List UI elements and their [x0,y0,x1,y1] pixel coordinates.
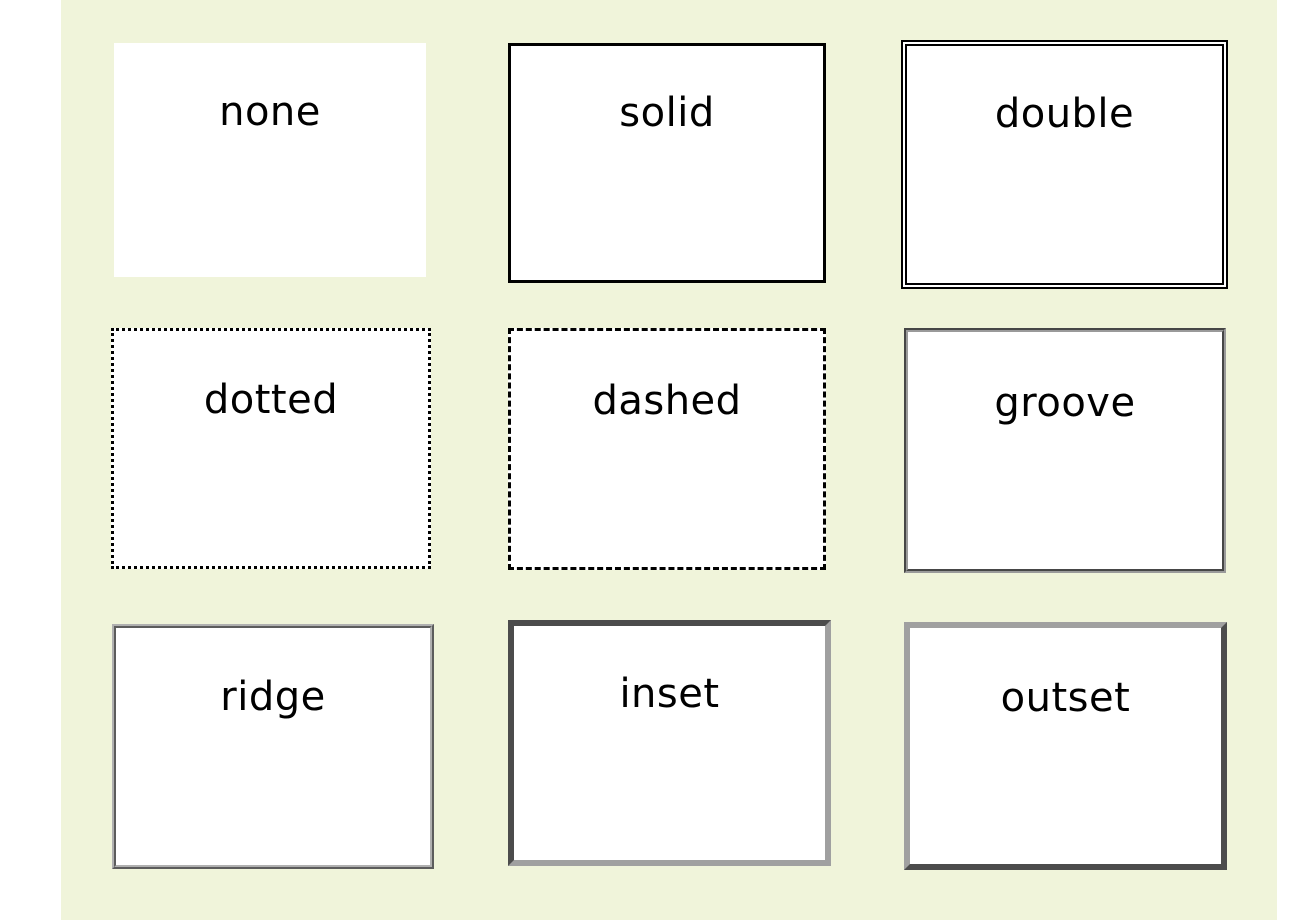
border-groove-label: groove [994,380,1136,426]
border-dashed-box: dashed [508,328,826,570]
border-ridge-box: ridge [112,624,434,869]
border-inset-box: inset [508,620,831,866]
border-groove-box: groove [904,328,1226,573]
border-outset-label: outset [1000,675,1131,721]
border-dashed-label: dashed [592,378,742,424]
border-styles-panel: none solid double dotted dashed groove r… [61,0,1277,920]
border-none-label: none [219,89,321,135]
border-outset-box: outset [904,622,1227,870]
border-dotted-box: dotted [111,328,431,569]
border-solid-label: solid [619,90,715,136]
border-double-label: double [994,91,1135,137]
border-double-box: double [901,40,1228,289]
border-none-box: none [114,43,426,277]
border-ridge-label: ridge [220,674,326,720]
border-dotted-label: dotted [203,377,339,423]
border-solid-box: solid [508,43,826,283]
border-inset-label: inset [619,671,720,717]
